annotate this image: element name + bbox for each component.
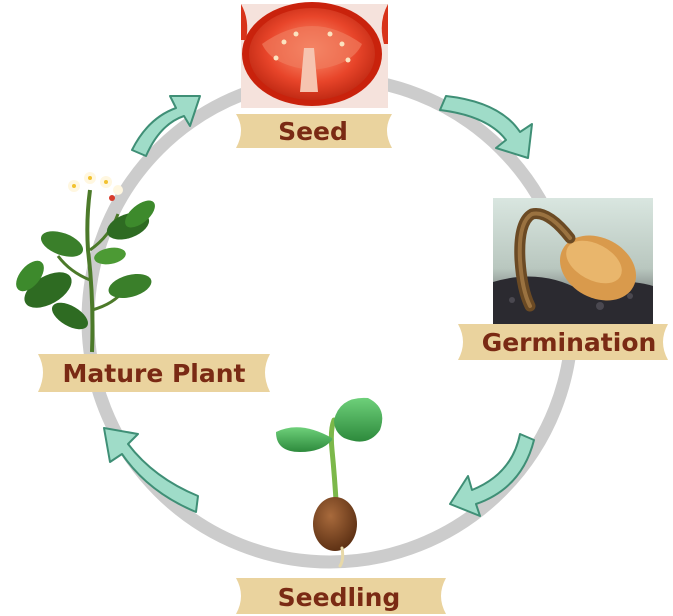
arrow-seedling-to-mature <box>104 428 198 512</box>
stage-label-mature-plant: Mature Plant <box>63 359 246 388</box>
tomato-slice-image <box>241 2 388 108</box>
stage-label-seedling: Seedling <box>278 583 401 612</box>
flowering-plant-image <box>11 172 160 352</box>
label-banner-mature-plant: Mature Plant <box>38 354 270 392</box>
stage-label-seed: Seed <box>278 117 348 146</box>
seedling-sprout-image <box>276 398 382 566</box>
label-banner-seedling: Seedling <box>236 578 446 614</box>
stage-label-germination: Germination <box>482 328 657 357</box>
germinating-seed-image <box>493 198 653 326</box>
label-banner-seed: Seed <box>236 114 392 148</box>
label-banner-germination: Germination <box>458 324 668 360</box>
